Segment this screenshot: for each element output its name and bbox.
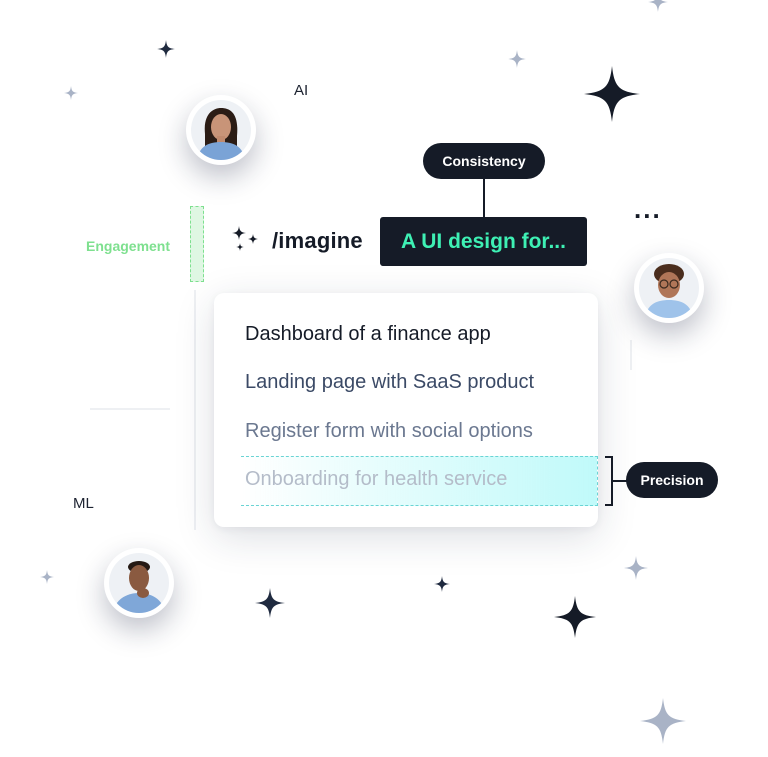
star-icon <box>434 576 450 592</box>
star-icon <box>584 66 640 122</box>
prompt-input[interactable]: A UI design for... <box>380 217 587 266</box>
precision-bracket <box>605 456 613 506</box>
avatar-woman <box>186 95 256 165</box>
more-dots-icon[interactable]: ... <box>634 194 662 224</box>
suggestion-item[interactable]: Landing page with SaaS product <box>245 371 535 393</box>
avatar-man-glasses <box>634 253 704 323</box>
imagine-command: /imagine <box>230 222 363 259</box>
precision-highlight <box>241 456 598 506</box>
star-icon <box>640 698 686 744</box>
star-icon <box>255 588 285 618</box>
star-icon <box>64 86 78 100</box>
consistency-pill: Consistency <box>423 143 545 179</box>
precision-pill: Precision <box>626 462 718 498</box>
ml-label: ML <box>73 495 94 512</box>
decorative-line <box>194 290 196 530</box>
suggestion-item[interactable]: Register form with social options <box>245 420 533 442</box>
sparkles-icon <box>230 222 262 259</box>
star-icon <box>624 556 648 580</box>
star-icon <box>554 596 596 638</box>
suggestion-item[interactable]: Onboarding for health service <box>245 468 508 490</box>
star-icon <box>40 570 54 584</box>
imagine-command-text: /imagine <box>272 227 363 253</box>
precision-connector <box>613 480 627 482</box>
consistency-connector <box>483 178 485 218</box>
star-icon <box>508 50 526 68</box>
suggestion-item[interactable]: Dashboard of a finance app <box>245 323 491 345</box>
engagement-label: Engagement <box>86 238 171 254</box>
decorative-line <box>630 340 632 370</box>
engagement-marker <box>190 206 204 282</box>
star-icon <box>157 40 175 58</box>
star-icon <box>644 0 672 12</box>
decorative-line <box>90 408 170 410</box>
avatar-man-thinking <box>104 548 174 618</box>
ai-label: AI <box>294 82 309 99</box>
